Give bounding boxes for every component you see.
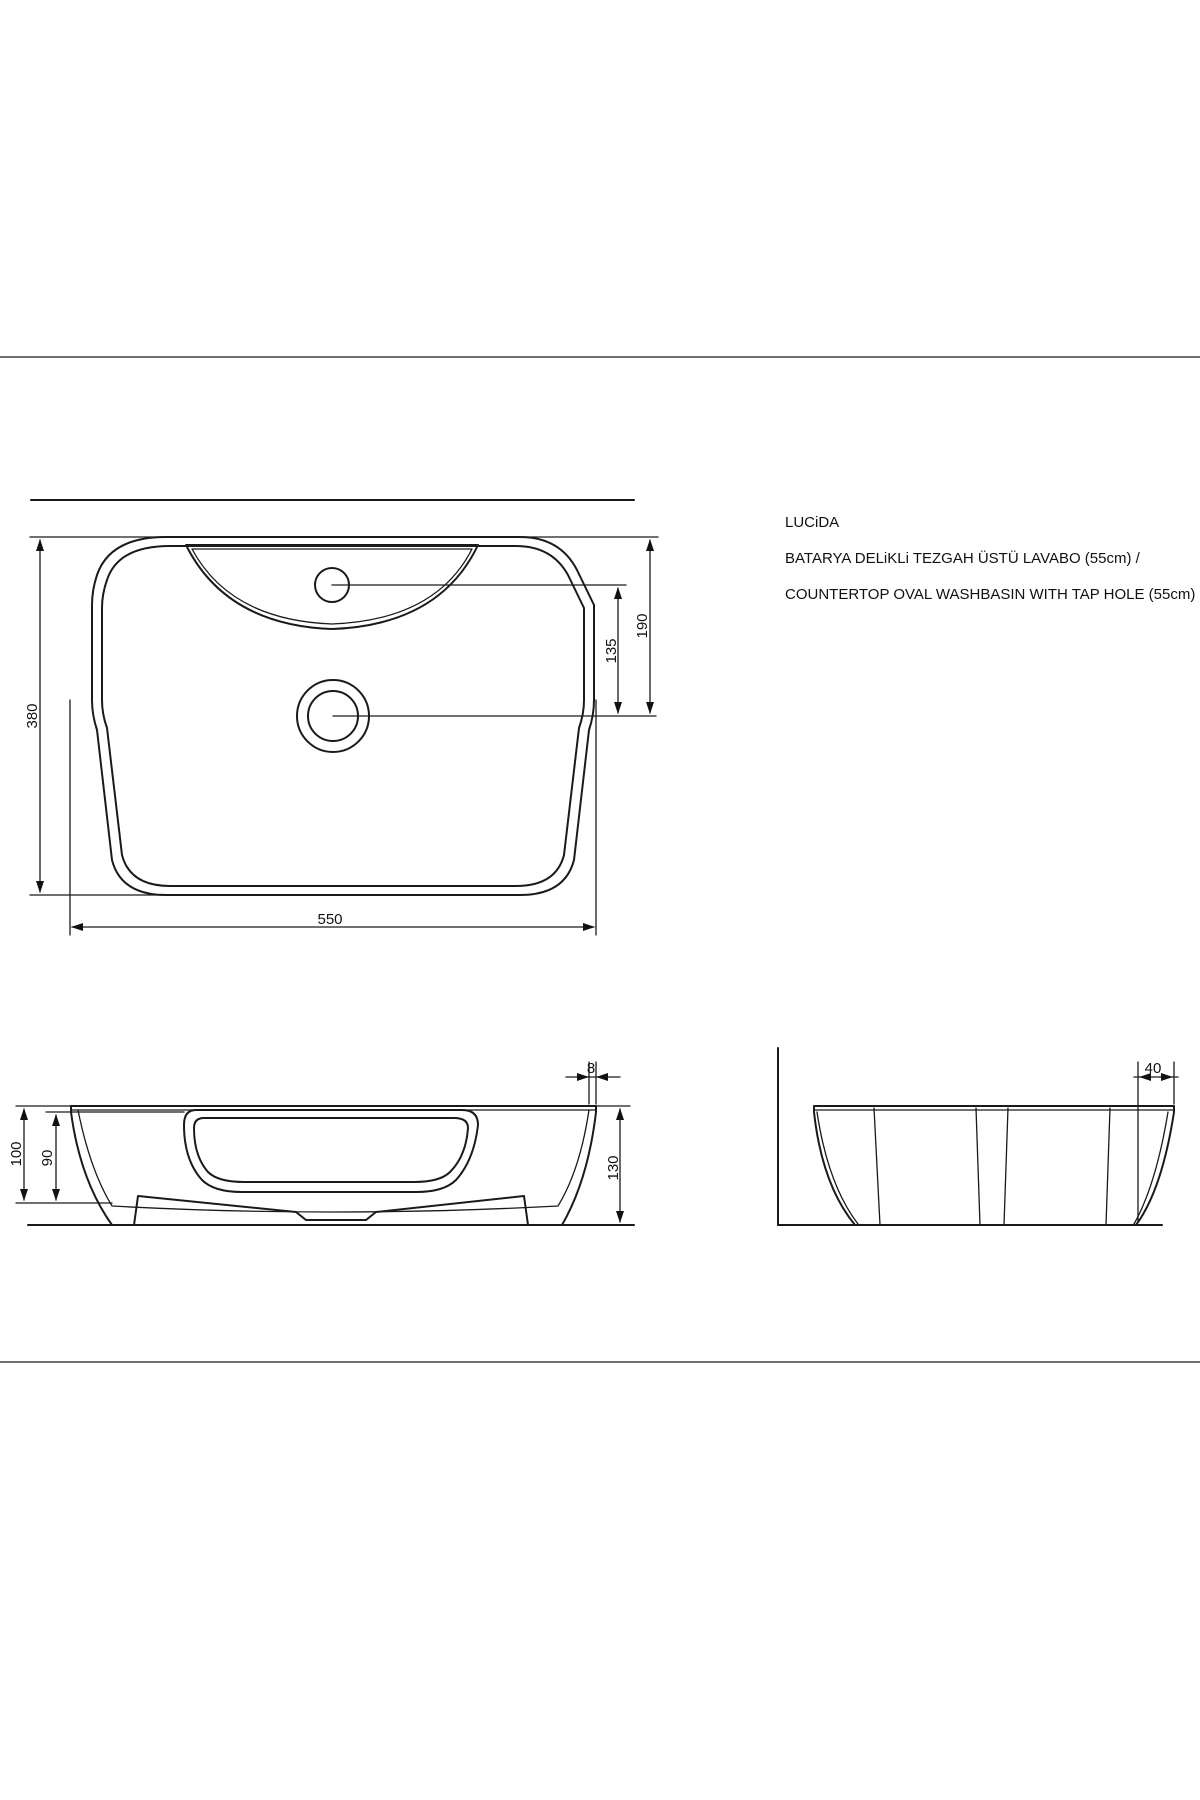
dim-8-label: 8 — [587, 1060, 595, 1077]
dim-90-label: 90 — [39, 1150, 56, 1167]
dim-90: 90 — [39, 1111, 185, 1201]
dim-130: 130 — [595, 1105, 631, 1223]
side-view: 40 — [777, 1047, 1179, 1226]
dim-8: 8 — [565, 1060, 621, 1105]
front-view: 8 100 90 — [8, 1060, 635, 1226]
dim-100: 100 — [8, 1105, 113, 1204]
dim-190: 190 — [519, 536, 659, 714]
basin-inner-contour — [101, 545, 585, 887]
dim-130-label: 130 — [605, 1155, 622, 1180]
side-basin-back-inner — [816, 1111, 859, 1225]
title-block: LUCiDA BATARYA DELiKLi TEZGAH ÜSTÜ LAVAB… — [785, 505, 1200, 613]
description-english: COUNTERTOP OVAL WASHBASIN WITH TAP HOLE … — [785, 586, 1196, 603]
dim-135: 135 — [331, 584, 657, 717]
dim-40: 40 — [1133, 1060, 1179, 1223]
basin-outer-contour — [91, 536, 595, 896]
dim-40-label: 40 — [1145, 1060, 1162, 1077]
dim-550: 550 — [69, 699, 597, 936]
dim-135-label: 135 — [603, 638, 620, 663]
dim-380-label: 380 — [24, 703, 41, 728]
side-basin-outline — [813, 1105, 1175, 1226]
front-deck-inner — [193, 1117, 469, 1183]
product-name: LUCiDA — [785, 514, 840, 531]
top-view: 380 550 135 — [24, 499, 659, 936]
dim-550-label: 550 — [317, 911, 342, 928]
dim-380: 380 — [24, 536, 167, 896]
front-basin-outline — [70, 1105, 597, 1226]
tap-deck — [185, 544, 479, 630]
tap-deck-inner — [191, 548, 473, 625]
front-basin-inner-curve — [77, 1109, 590, 1213]
dim-100-label: 100 — [8, 1141, 25, 1166]
front-deck-outer — [183, 1109, 479, 1193]
description-turkish: BATARYA DELiKLi TEZGAH ÜSTÜ LAVABO (55cm… — [785, 550, 1140, 567]
dim-190-label: 190 — [634, 613, 651, 638]
